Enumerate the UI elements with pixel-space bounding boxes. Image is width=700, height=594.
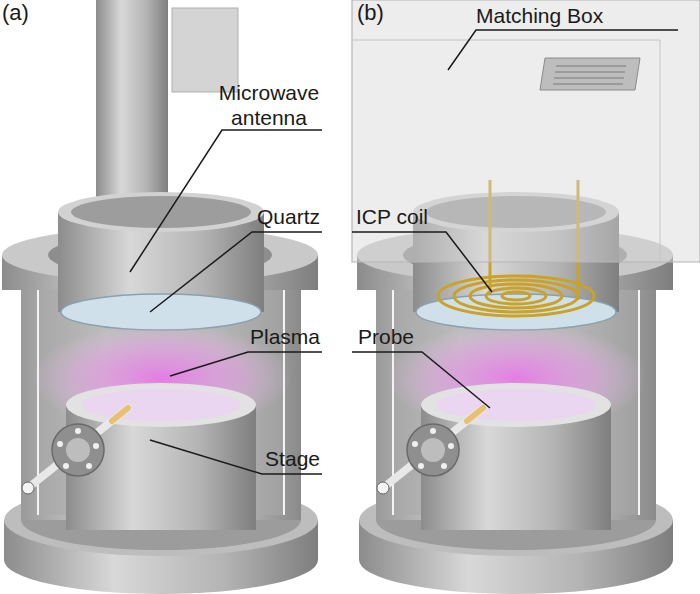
coil-turn (470, 284, 562, 308)
leader-line (352, 232, 492, 292)
cooling-fan (540, 58, 640, 90)
coil-turn (502, 292, 530, 300)
fan-grille (553, 66, 626, 84)
part-label: Probe (358, 324, 438, 349)
coil-turn (438, 276, 594, 316)
chamber-a (2, 192, 318, 594)
matching-box (352, 0, 700, 262)
part-label: Quartz (240, 204, 320, 229)
leader-line (150, 232, 322, 312)
coil-turn (454, 280, 578, 312)
leader-line (170, 352, 322, 376)
panel-label: (a) (2, 0, 62, 25)
leader-line (150, 440, 322, 474)
leader-line (448, 30, 678, 70)
grille-line (554, 77, 624, 78)
leader-line (352, 352, 490, 408)
grille-line (555, 71, 625, 72)
leader-line (130, 130, 322, 272)
part-label: Plasma (236, 324, 320, 349)
part-label: ICP coil (356, 204, 456, 229)
waveguide (96, 0, 168, 215)
waveguide-box (172, 8, 238, 92)
part-label: Stage (250, 446, 320, 471)
coil-turn (486, 288, 546, 304)
leader-lines (130, 30, 678, 474)
box-edge (352, 40, 660, 41)
grille-line (556, 65, 626, 66)
part-label: Microwave antenna (212, 80, 326, 130)
panel-label: (b) (357, 0, 417, 25)
box-edge (660, 40, 661, 262)
grille-line (553, 83, 623, 84)
part-label: Matching Box (476, 3, 676, 28)
